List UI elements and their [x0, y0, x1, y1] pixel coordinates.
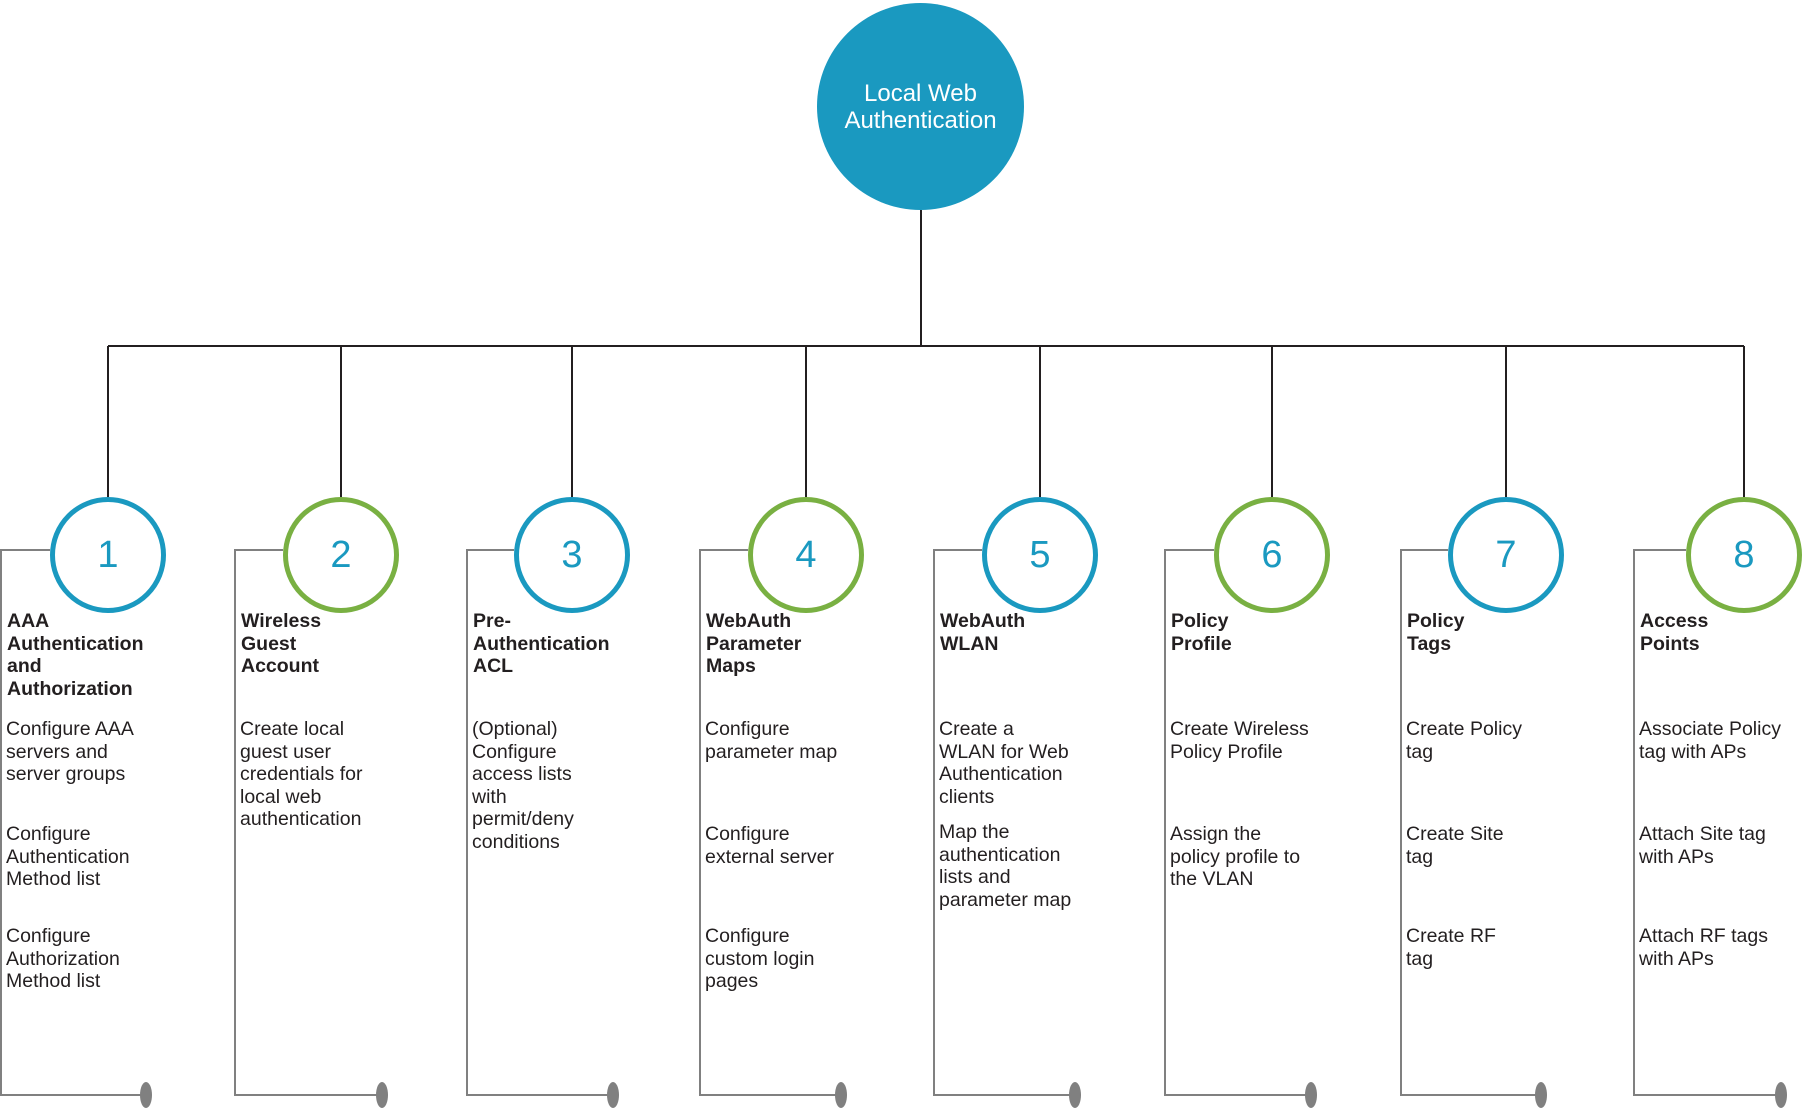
panel-bracket-1	[0, 549, 144, 1096]
step-number: 2	[330, 534, 352, 576]
panel-bracket-4	[699, 549, 839, 1096]
step-circle-3: 3	[514, 497, 630, 613]
step-title-3: Pre- Authentication ACL	[473, 610, 610, 677]
step-4-item-2: Configure external server	[705, 823, 834, 868]
step-circle-4: 4	[748, 497, 864, 613]
step-6-item-1: Create Wireless Policy Profile	[1170, 718, 1309, 763]
panel-pin-5	[1069, 1082, 1081, 1108]
step-title-8: Access Points	[1640, 610, 1709, 655]
panel-pin-6	[1305, 1082, 1317, 1108]
step-7-item-3: Create RF tag	[1406, 925, 1496, 970]
panel-pin-1	[140, 1082, 152, 1108]
panel-bracket-6	[1164, 549, 1309, 1096]
root-title: Local Web Authentication	[844, 79, 997, 134]
panel-bracket-8	[1633, 549, 1779, 1096]
step-number: 4	[795, 534, 817, 576]
step-circle-2: 2	[283, 497, 399, 613]
step-3-item-1: (Optional) Configure access lists with p…	[472, 718, 574, 853]
step-circle-1: 1	[50, 497, 166, 613]
step-circle-7: 7	[1448, 497, 1564, 613]
step-1-item-2: Configure Authentication Method list	[6, 823, 130, 890]
step-circle-5: 5	[982, 497, 1098, 613]
panel-pin-8	[1775, 1082, 1787, 1108]
step-number: 1	[97, 534, 119, 576]
step-number: 3	[561, 534, 583, 576]
step-7-item-1: Create Policy tag	[1406, 718, 1522, 763]
step-title-5: WebAuth WLAN	[940, 610, 1026, 655]
panel-pin-3	[607, 1082, 619, 1108]
panel-pin-7	[1535, 1082, 1547, 1108]
step-circle-8: 8	[1686, 497, 1802, 613]
step-1-item-3: Configure Authorization Method list	[6, 925, 120, 992]
panel-pin-2	[376, 1082, 388, 1108]
step-6-item-2: Assign the policy profile to the VLAN	[1170, 823, 1301, 890]
step-number: 6	[1261, 534, 1283, 576]
step-number: 8	[1733, 534, 1755, 576]
step-8-item-1: Associate Policy tag with APs	[1639, 718, 1781, 763]
step-title-4: WebAuth Parameter Maps	[706, 610, 802, 677]
step-8-item-2: Attach Site tag with APs	[1639, 823, 1766, 868]
panel-bracket-3	[466, 549, 611, 1096]
step-title-2: Wireless Guest Account	[241, 610, 322, 677]
root-node: Local Web Authentication	[817, 3, 1024, 210]
panel-bracket-5	[933, 549, 1073, 1096]
step-8-item-3: Attach RF tags with APs	[1639, 925, 1768, 970]
step-number: 7	[1495, 534, 1517, 576]
panel-bracket-7	[1400, 549, 1539, 1096]
step-4-item-3: Configure custom login pages	[705, 925, 815, 992]
step-title-6: Policy Profile	[1171, 610, 1232, 655]
panel-pin-4	[835, 1082, 847, 1108]
step-circle-6: 6	[1214, 497, 1330, 613]
step-4-item-1: Configure parameter map	[705, 718, 838, 763]
step-7-item-2: Create Site tag	[1406, 823, 1504, 868]
step-2-item-1: Create local guest user credentials for …	[240, 718, 363, 830]
step-5-item-2: Map the authentication lists and paramet…	[939, 821, 1072, 911]
step-title-7: Policy Tags	[1407, 610, 1465, 655]
step-5-item-1: Create a WLAN for Web Authentication cli…	[939, 718, 1069, 808]
panel-bracket-2	[234, 549, 380, 1096]
step-number: 5	[1029, 534, 1051, 576]
step-title-1: AAA Authentication and Authorization	[7, 610, 144, 700]
step-1-item-1: Configure AAA servers and server groups	[6, 718, 134, 785]
